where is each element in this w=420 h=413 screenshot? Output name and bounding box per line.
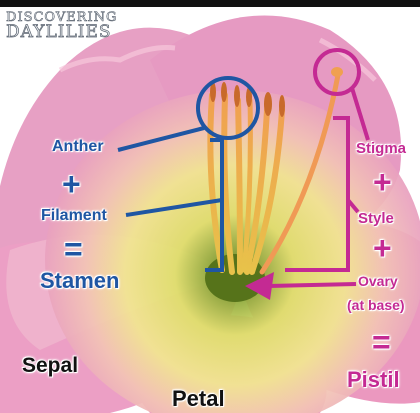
logo-text-2: AYLILIES (21, 22, 112, 42)
filament-3 (238, 100, 240, 272)
stigma-tip (331, 67, 343, 77)
logo-initial-2: D (6, 22, 21, 42)
pistil-plus-sign-1: + (373, 168, 392, 196)
anther-6 (279, 95, 285, 117)
pistil-label: Pistil (347, 367, 400, 393)
stamen-label: Stamen (40, 268, 119, 294)
stigma-label: Stigma (356, 140, 406, 157)
stamen-equals-sign: = (64, 235, 83, 263)
petal-label: Petal (172, 386, 225, 412)
logo-line-2: DAYLILIES (6, 22, 112, 42)
filament-label: Filament (41, 207, 107, 225)
style-label: Style (358, 210, 394, 227)
anther-3 (234, 85, 240, 107)
stamen-plus-sign: + (62, 170, 81, 198)
anther-5 (264, 92, 272, 116)
pistil-equals-sign: = (372, 328, 391, 356)
pistil-plus-sign-2: + (373, 234, 392, 262)
ovary-leader (268, 284, 356, 286)
top-bar (0, 0, 420, 7)
discovering-daylilies-logo: DISCOVERING DAYLILIES (6, 10, 130, 44)
sepal-label: Sepal (22, 354, 78, 378)
anther-label: Anther (52, 138, 104, 156)
ovary-location-note: (at base) (347, 297, 405, 313)
ovary-label: Ovary (358, 273, 398, 289)
anther-2 (221, 82, 227, 102)
